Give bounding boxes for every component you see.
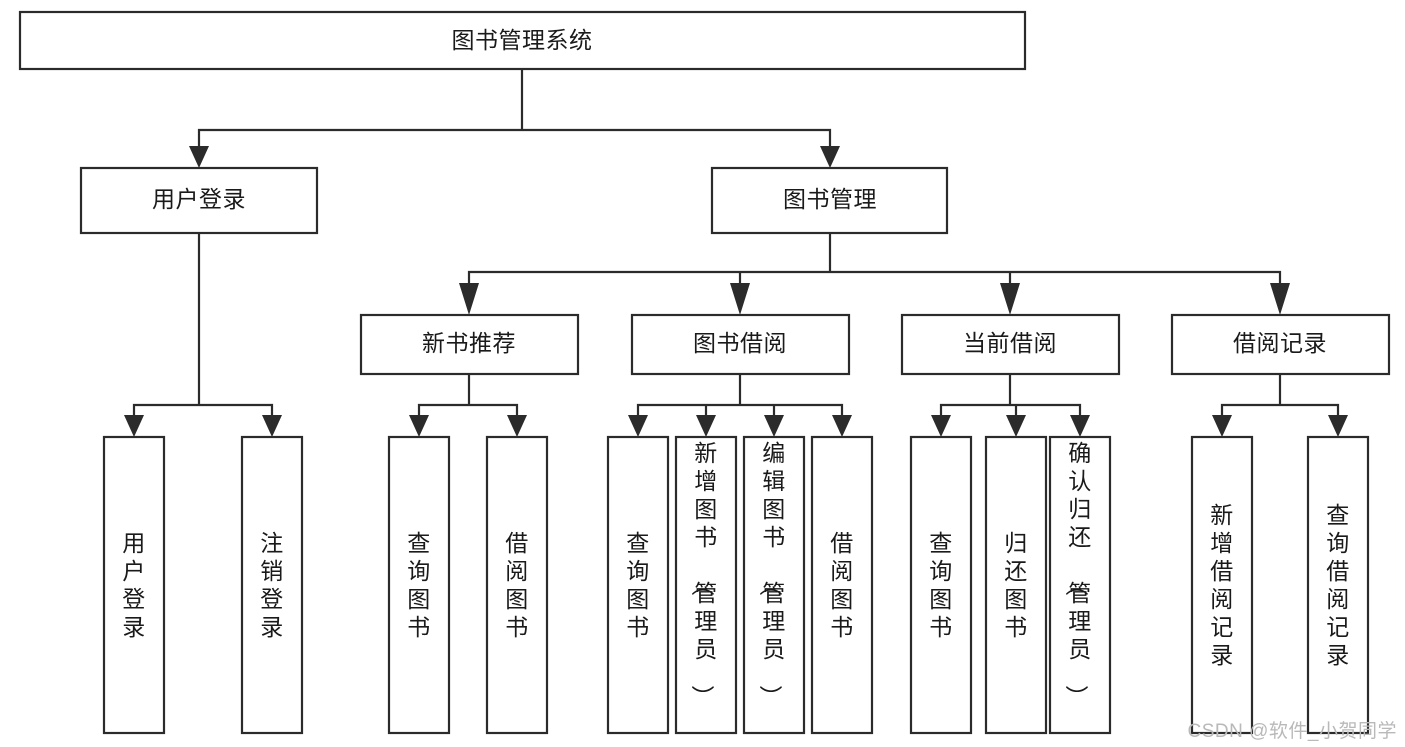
- arrow-to-current-borrow: [1000, 283, 1020, 315]
- connector-current-borrow-bus: [939, 372, 1082, 419]
- node-leaf-borrow-book-recommend-box[interactable]: [485, 435, 549, 735]
- arrow-to-new-book-recommend: [459, 283, 479, 315]
- node-leaf-query-borrow-record-box[interactable]: [1306, 435, 1370, 735]
- node-book-management-box[interactable]: [710, 166, 949, 235]
- node-book-management[interactable]: 图书管理: [710, 166, 949, 235]
- arrow-to-leaf-query-book-recommend: [409, 415, 429, 437]
- node-leaf-query-book-borrow-box[interactable]: [606, 435, 670, 735]
- node-book-borrow[interactable]: 图书借阅: [630, 313, 851, 376]
- arrow-to-leaf-add-borrow-record: [1212, 415, 1232, 437]
- node-leaf-add-borrow-record[interactable]: 新增借阅记录: [1190, 435, 1254, 735]
- arrow-to-leaf-logout: [262, 415, 282, 437]
- node-book-management-label: 图书管理: [783, 186, 877, 212]
- connector-user-login-bus: [132, 231, 274, 419]
- node-borrow-record-label: 借阅记录: [1233, 330, 1327, 356]
- node-leaf-borrow-book-box[interactable]: [810, 435, 874, 735]
- connector-book-borrow-bus: [636, 372, 844, 419]
- node-leaf-add-borrow-record-label: 新增借阅记录: [1210, 502, 1234, 668]
- node-current-borrow[interactable]: 当前借阅: [900, 313, 1121, 376]
- connectors-layer: [124, 67, 1348, 437]
- node-new-book-recommend[interactable]: 新书推荐: [359, 313, 580, 376]
- node-new-book-recommend-box[interactable]: [359, 313, 580, 376]
- leaf-nodes-layer: 用户登录 注销登录 查询图书 借阅图书 查询图书 新增图书（管理员）: [102, 435, 1370, 735]
- arrow-to-leaf-return-book: [1006, 415, 1026, 437]
- node-leaf-logout-label: 注销登录: [260, 530, 284, 640]
- node-user-login-label: 用户登录: [152, 186, 246, 212]
- node-leaf-confirm-return[interactable]: 确认归还（管理员）: [1048, 435, 1112, 735]
- node-current-borrow-label: 当前借阅: [963, 330, 1057, 356]
- arrow-to-leaf-add-book: [696, 415, 716, 437]
- node-leaf-query-book-borrow[interactable]: 查询图书: [606, 435, 670, 735]
- node-leaf-query-book-borrow-label: 查询图书: [626, 530, 650, 640]
- arrow-to-book-borrow: [730, 283, 750, 315]
- node-leaf-borrow-book-recommend[interactable]: 借阅图书: [485, 435, 549, 735]
- connector-borrow-record-bus: [1220, 372, 1340, 419]
- node-leaf-logout-box[interactable]: [240, 435, 304, 735]
- node-leaf-add-borrow-record-box[interactable]: [1190, 435, 1254, 735]
- arrow-to-leaf-query-borrow-record: [1328, 415, 1348, 437]
- node-leaf-query-borrow-record[interactable]: 查询借阅记录: [1306, 435, 1370, 735]
- node-borrow-record-box[interactable]: [1170, 313, 1391, 376]
- connector-book-management-bus: [467, 231, 1282, 287]
- node-book-borrow-box[interactable]: [630, 313, 851, 376]
- node-leaf-borrow-book[interactable]: 借阅图书: [810, 435, 874, 735]
- node-leaf-query-book-current-box[interactable]: [909, 435, 973, 735]
- arrow-to-leaf-user-login: [124, 415, 144, 437]
- watermark: CSDN @软件_小贺同学: [1187, 721, 1397, 742]
- arrow-to-leaf-confirm-return: [1070, 415, 1090, 437]
- node-leaf-edit-book[interactable]: 编辑图书（管理员）: [742, 435, 806, 735]
- node-user-login[interactable]: 用户登录: [79, 166, 319, 235]
- node-leaf-return-book-box[interactable]: [984, 435, 1048, 735]
- node-leaf-user-login-label: 用户登录: [122, 530, 146, 640]
- connector-root-bus: [197, 67, 832, 150]
- node-leaf-query-borrow-record-label: 查询借阅记录: [1326, 502, 1350, 668]
- arrow-to-book-management: [820, 146, 840, 168]
- node-leaf-edit-book-box[interactable]: [742, 435, 806, 735]
- node-leaf-query-book-recommend-box[interactable]: [387, 435, 451, 735]
- arrow-to-leaf-borrow-book: [832, 415, 852, 437]
- node-leaf-edit-book-label: 编辑图书（管理员）: [757, 440, 786, 709]
- arrow-to-leaf-query-book-borrow: [628, 415, 648, 437]
- node-leaf-add-book-box[interactable]: [674, 435, 738, 735]
- node-new-book-recommend-label: 新书推荐: [422, 330, 516, 356]
- node-leaf-add-book[interactable]: 新增图书（管理员）: [674, 435, 738, 735]
- node-leaf-user-login[interactable]: 用户登录: [102, 435, 166, 735]
- connector-new-book-recommend-bus: [417, 372, 519, 419]
- node-leaf-return-book[interactable]: 归还图书: [984, 435, 1048, 735]
- node-root-box[interactable]: [18, 10, 1027, 71]
- node-leaf-query-book-current[interactable]: 查询图书: [909, 435, 973, 735]
- node-leaf-confirm-return-box[interactable]: [1048, 435, 1112, 735]
- arrow-to-leaf-edit-book: [764, 415, 784, 437]
- node-leaf-add-book-label: 新增图书（管理员）: [689, 440, 718, 709]
- node-leaf-borrow-book-label: 借阅图书: [830, 530, 854, 640]
- node-root-label: 图书管理系统: [452, 27, 593, 53]
- node-leaf-query-book-recommend-label: 查询图书: [407, 530, 431, 640]
- node-leaf-user-login-box[interactable]: [102, 435, 166, 735]
- arrow-to-borrow-record: [1270, 283, 1290, 315]
- node-user-login-box[interactable]: [79, 166, 319, 235]
- node-current-borrow-box[interactable]: [900, 313, 1121, 376]
- node-leaf-borrow-book-recommend-label: 借阅图书: [505, 530, 529, 640]
- arrow-to-leaf-borrow-book-recommend: [507, 415, 527, 437]
- node-root[interactable]: 图书管理系统: [18, 10, 1027, 71]
- arrow-to-leaf-query-book-current: [931, 415, 951, 437]
- node-leaf-query-book-recommend[interactable]: 查询图书: [387, 435, 451, 735]
- node-leaf-logout[interactable]: 注销登录: [240, 435, 304, 735]
- node-book-borrow-label: 图书借阅: [693, 330, 787, 356]
- node-leaf-return-book-label: 归还图书: [1004, 530, 1028, 640]
- arrow-to-user-login: [189, 146, 209, 168]
- node-leaf-confirm-return-label: 确认归还（管理员）: [1063, 440, 1092, 709]
- node-borrow-record[interactable]: 借阅记录: [1170, 313, 1391, 376]
- node-leaf-query-book-current-label: 查询图书: [929, 530, 953, 640]
